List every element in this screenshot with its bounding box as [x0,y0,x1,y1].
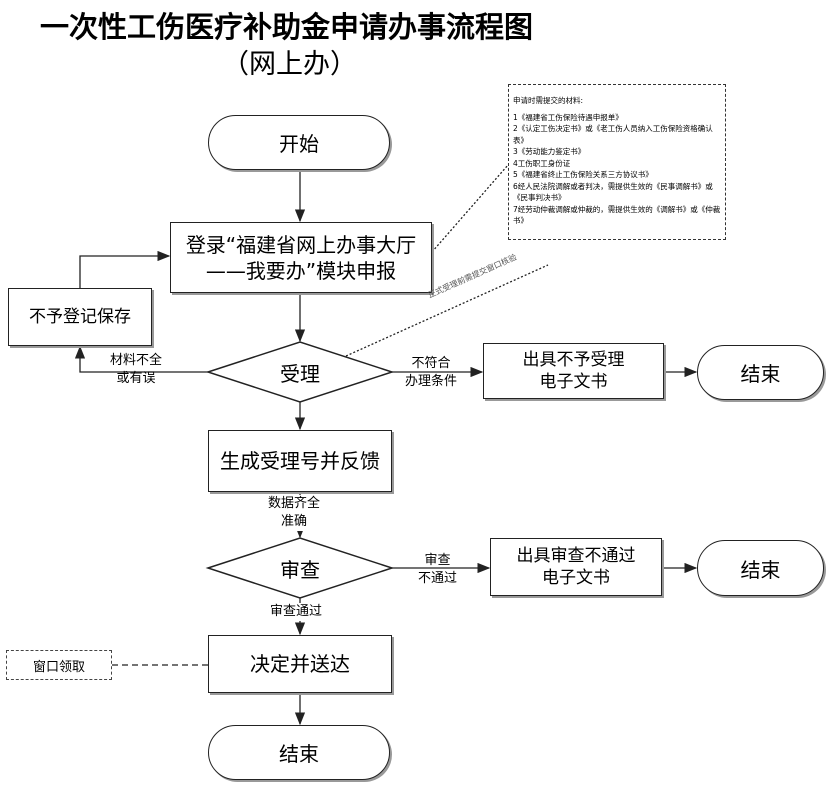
page-title: 一次性工伤医疗补助金申请办事流程图 [40,10,534,44]
data-ok-line-2: 准确 [281,514,308,529]
materials-item: 7经劳动仲裁调解或仲裁的，需提供生效的《调解书》或《仲裁书》 [513,204,721,226]
review-fail-label-2: 不通过 [418,571,458,586]
not-meet-line-1: 不符合 [411,356,451,371]
decide-node: 决定并送达 [208,635,392,693]
edge-label-review-fail: 审查不通过 [418,552,457,588]
login-node: 登录“福建省网上办事大厅 ——我要办”模块申报 [170,222,432,293]
login-line-2: ——我要办”模块申报 [205,258,397,283]
end-node-1: 结束 [697,345,824,400]
materials-item: 1《福建省工伤保险待遇申报单》 [513,112,623,122]
accept-diamond [205,341,395,403]
review-fail-node: 出具审查不通过 电子文书 [490,538,662,596]
start-node: 开始 [208,115,390,170]
materials-item: 5《福建省终止工伤保险关系三方协议书》 [513,170,653,179]
end-node-2: 结束 [697,540,824,596]
reject-doc-line-2: 电子文书 [539,372,608,392]
reject-doc-line-1: 出具不予受理 [522,350,625,370]
review-fail-line-2: 电子文书 [542,568,610,588]
edge-label-incomplete: 材料不全或有误 [110,352,162,388]
dotted-materials-link [431,164,509,253]
materials-box: 申请时需提交的材料: 1《福建省工伤保险待遇申报单》 2《认定工伤决定书》或《老… [508,84,726,240]
incomplete-line-1: 材料不全 [110,353,163,368]
not-meet-line-2: 办理条件 [405,374,458,389]
arrow-accept-notregister [74,345,208,373]
login-line-1: 登录“福建省网上办事大厅 [185,232,417,257]
incomplete-line-2: 或有误 [116,371,156,386]
materials-item: 2《认定工伤决定书》或《老工伤人员纳入工伤保险资格确认表》 [513,124,713,145]
edge-label-review-pass: 审查通过 [270,603,323,621]
materials-heading: 申请时需提交的材料: [513,96,584,105]
window-pickup-node: 窗口领取 [6,650,112,680]
reject-doc-node: 出具不予受理 电子文书 [483,343,664,399]
review-fail-label-1: 审查 [424,553,451,568]
data-ok-line-1: 数据齐全 [268,496,321,511]
edge-label-data-ok: 数据齐全准确 [268,495,321,531]
materials-item: 4工伤职工身份证 [513,158,571,168]
generate-node: 生成受理号并反馈 [208,430,392,492]
not-register-node: 不予登记保存 [8,288,152,346]
page-subtitle: （网上办） [222,49,357,80]
review-fail-line-1: 出具审查不通过 [516,546,636,566]
dotted-window-check-link [345,264,549,357]
accept-label: 受理 [280,361,320,386]
arrow-notregister-login [79,250,171,288]
review-diamond [205,537,395,599]
materials-item: 6经人民法院调解或者判决，需提供生效的《民事调解书》或《民事判决书》 [513,181,713,203]
edge-label-not-meet: 不符合办理条件 [405,355,457,391]
materials-item: 3《劳动能力鉴定书》 [513,147,586,156]
end-node-3: 结束 [208,725,390,780]
review-label: 审查 [280,557,320,582]
